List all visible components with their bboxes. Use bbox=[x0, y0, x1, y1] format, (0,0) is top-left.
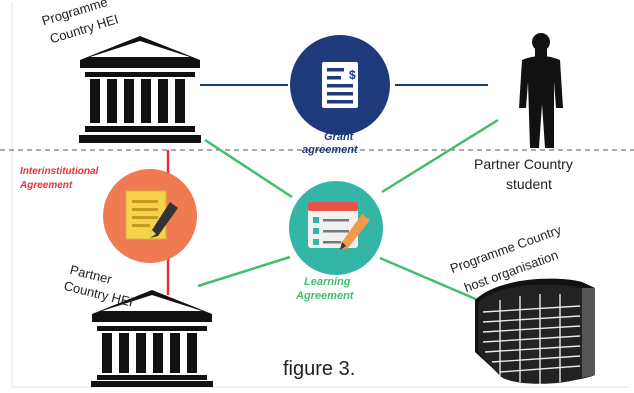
interinstitutional-agreement-label-line1: Interinstitutional bbox=[20, 166, 99, 177]
learning-link-top-right bbox=[381, 118, 499, 194]
interinstitutional-pencil-paper-icon bbox=[103, 169, 197, 263]
partner-country-student-label-line1: Partner Country bbox=[474, 156, 573, 172]
grant-agreement-label-line2: agreement bbox=[302, 144, 358, 156]
grant-document-dollar-icon: $ bbox=[290, 35, 390, 135]
partner-hei-university-building-icon bbox=[91, 290, 213, 387]
learning-checklist-pencil-icon bbox=[289, 181, 383, 275]
figure-caption: figure 3. bbox=[283, 358, 356, 380]
grant-agreement-label-line1: Grant bbox=[324, 131, 354, 143]
svg-text:$: $ bbox=[349, 68, 356, 82]
learning-link-bottom-right bbox=[379, 256, 479, 302]
student-person-silhouette-icon bbox=[519, 33, 563, 148]
learning-link-top-left bbox=[204, 138, 293, 199]
learning-agreement-label-line2: Agreement bbox=[296, 290, 354, 302]
host-office-building-icon bbox=[475, 278, 595, 384]
learning-agreement-label-line1: Learning bbox=[304, 276, 351, 288]
partner-country-student-label-line2: student bbox=[506, 176, 552, 192]
interinstitutional-agreement-label-line2: Agreement bbox=[20, 180, 73, 191]
learning-link-bottom-left bbox=[197, 255, 291, 288]
programme-hei-university-building-icon bbox=[79, 36, 201, 143]
